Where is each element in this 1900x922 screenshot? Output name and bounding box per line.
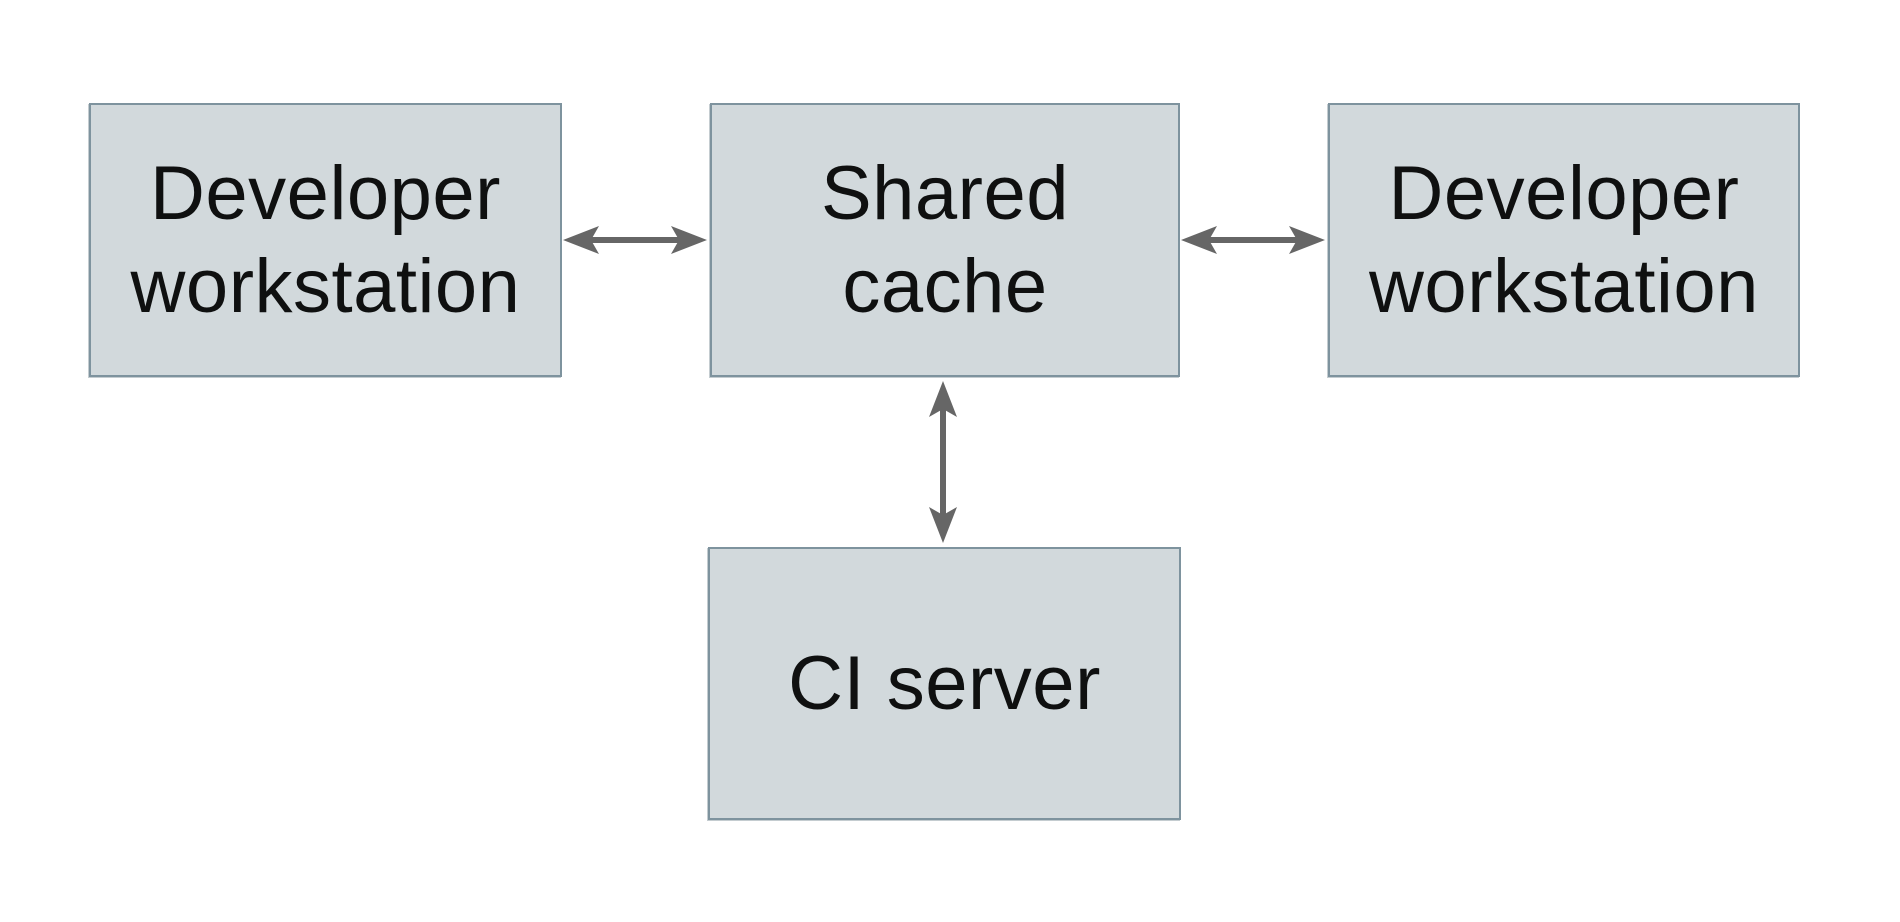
- node-developer-workstation-left: Developer workstation: [89, 103, 562, 377]
- node-developer-workstation-right-label: Developer workstation: [1369, 150, 1759, 329]
- node-ci-server: CI server: [708, 547, 1181, 820]
- node-ci-server-label: CI server: [788, 640, 1101, 726]
- bidirectional-arrow-cache-workstation-right: [1181, 226, 1325, 254]
- bidirectional-arrow-cache-ci-server: [929, 381, 957, 543]
- node-shared-cache-label: Shared cache: [820, 150, 1070, 329]
- node-developer-workstation-right: Developer workstation: [1328, 103, 1800, 377]
- node-shared-cache: Shared cache: [710, 103, 1180, 377]
- bidirectional-arrow-workstation-left-cache: [563, 226, 707, 254]
- node-developer-workstation-left-label: Developer workstation: [130, 150, 521, 329]
